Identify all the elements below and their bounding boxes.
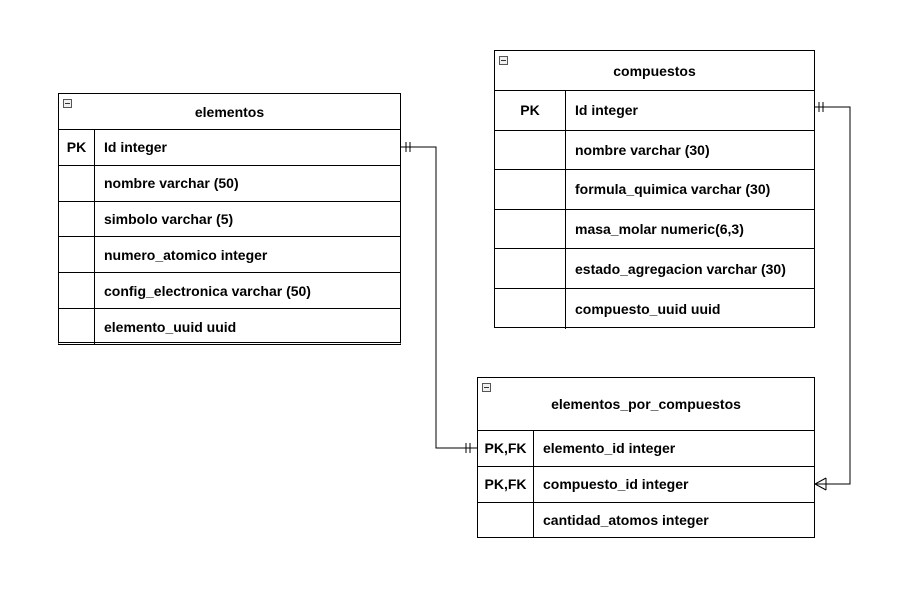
table-row[interactable]: PK,FK compuesto_id integer (478, 466, 814, 503)
field-cell: Id integer (104, 139, 168, 156)
key-cell (59, 201, 95, 237)
field-cell: compuesto_uuid uuid (575, 300, 721, 317)
key-cell (59, 165, 95, 201)
field-cell: estado_agregacion varchar (30) (575, 260, 786, 277)
crow-foot-many-marker (813, 477, 827, 491)
table-title: elementos (194, 103, 265, 120)
field-cell: cantidad_atomos integer (543, 512, 709, 529)
key-cell (59, 237, 95, 273)
table-row[interactable]: elemento_uuid uuid (59, 308, 400, 345)
collapse-icon[interactable] (482, 383, 491, 392)
table-row[interactable]: PK Id integer (59, 130, 400, 166)
field-cell: numero_atomico integer (104, 246, 268, 263)
table-row[interactable]: estado_agregacion varchar (30) (495, 249, 814, 289)
key-cell (478, 502, 534, 539)
key-cell (495, 170, 566, 209)
table-row[interactable]: PK Id integer (495, 91, 814, 131)
key-cell (59, 308, 95, 345)
field-cell: masa_molar numeric(6,3) (575, 221, 744, 238)
field-cell: nombre varchar (30) (575, 141, 710, 158)
field-cell: elemento_uuid uuid (104, 318, 237, 335)
key-cell (495, 209, 566, 249)
table-compuestos[interactable]: compuestos PK Id integer nombre varchar … (494, 50, 815, 329)
table-row[interactable]: compuesto_uuid uuid (495, 288, 814, 329)
field-cell: Id integer (575, 102, 639, 119)
key-cell: PK (59, 130, 95, 165)
table-row[interactable]: simbolo varchar (5) (59, 201, 400, 238)
key-cell: PK,FK (478, 431, 534, 466)
table-row[interactable]: masa_molar numeric(6,3) (495, 209, 814, 250)
table-row[interactable]: numero_atomico integer (59, 237, 400, 274)
table-row[interactable]: config_electronica varchar (50) (59, 273, 400, 309)
key-cell (59, 273, 95, 308)
table-header-elementos-por-compuestos: elementos_por_compuestos (478, 378, 814, 431)
table-row[interactable]: formula_quimica varchar (30) (495, 170, 814, 210)
table-title: compuestos (613, 62, 696, 79)
relationship-compuestos-epc[interactable] (813, 102, 851, 491)
table-row[interactable]: cantidad_atomos integer (478, 502, 814, 539)
key-cell: PK (495, 91, 566, 130)
field-cell: compuesto_id integer (543, 476, 689, 493)
relationship-elementos-epc[interactable] (401, 142, 477, 453)
field-cell: simbolo varchar (5) (104, 210, 234, 227)
table-elementos-por-compuestos[interactable]: elementos_por_compuestos PK,FK elemento_… (477, 377, 815, 539)
key-cell: PK,FK (478, 466, 534, 502)
field-cell: elemento_id integer (543, 440, 676, 457)
table-row[interactable]: nombre varchar (30) (495, 130, 814, 171)
table-title: elementos_por_compuestos (551, 396, 741, 412)
field-cell: nombre varchar (50) (104, 175, 239, 192)
collapse-icon[interactable] (63, 99, 72, 108)
table-header-compuestos: compuestos (495, 51, 814, 91)
field-cell: config_electronica varchar (50) (104, 282, 311, 299)
table-header-elementos: elementos (59, 94, 400, 130)
key-cell (495, 288, 566, 329)
collapse-icon[interactable] (499, 56, 508, 65)
table-elementos[interactable]: elementos PK Id integer nombre varchar (… (58, 93, 401, 345)
key-cell (495, 249, 566, 288)
table-row[interactable]: nombre varchar (50) (59, 165, 400, 202)
key-cell (495, 130, 566, 170)
field-cell: formula_quimica varchar (30) (575, 181, 771, 198)
table-row[interactable]: PK,FK elemento_id integer (478, 431, 814, 467)
